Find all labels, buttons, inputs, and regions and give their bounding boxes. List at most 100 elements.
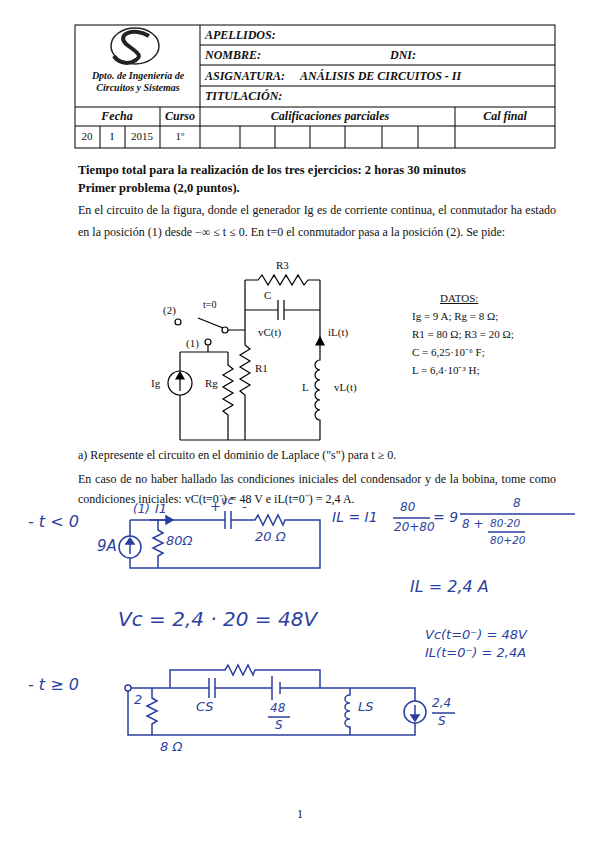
circuit-schematic-stroke bbox=[316, 337, 324, 345]
heading-text: Tiempo total para la realización de los … bbox=[78, 163, 466, 177]
handwritten-note: (1) bbox=[133, 503, 150, 517]
header-field: Calificaciones parciales bbox=[271, 110, 389, 124]
handwritten-note: 8 + bbox=[462, 518, 484, 532]
header-field: APELLIDOS: bbox=[205, 29, 276, 43]
handwritten-circuit-before-stroke bbox=[225, 511, 231, 529]
handwritten-circuit-after-stroke bbox=[170, 665, 320, 688]
handwritten-circuit-after-stroke bbox=[272, 676, 280, 700]
printed-text: En el circuito de la figura, donde el ge… bbox=[78, 199, 556, 243]
printed-text: vC(t) bbox=[258, 326, 281, 339]
handwritten-circuit-after-stroke bbox=[404, 701, 426, 723]
handwritten-circuit-after-stroke bbox=[125, 685, 131, 691]
header-field: NOMBRE: bbox=[205, 49, 261, 63]
heading-text: Primer problema (2,0 puntos). bbox=[78, 181, 240, 195]
circuit-schematic-stroke bbox=[198, 318, 223, 328]
handwritten-circuit-before-stroke bbox=[153, 520, 163, 568]
handwritten-note: = 9 bbox=[433, 509, 458, 525]
handwritten-note: 80·20 bbox=[490, 517, 520, 529]
circuit-schematic-stroke bbox=[315, 280, 320, 440]
printed-text: Ig bbox=[151, 377, 160, 390]
printed-text: t=0 bbox=[203, 299, 216, 311]
handwritten-note: - t < 0 bbox=[28, 513, 79, 531]
handwritten-circuit-after bbox=[125, 665, 455, 735]
header-field: ASIGNATURA: bbox=[205, 70, 285, 84]
printed-text: vL(t) bbox=[334, 381, 357, 394]
header-field: Dpto. de Ingeniería de Circuitos y Siste… bbox=[78, 70, 198, 93]
printed-text: DATOS: bbox=[440, 292, 478, 305]
department-logo bbox=[111, 28, 159, 64]
printed-text: 2015 bbox=[131, 130, 153, 143]
handwritten-note: + bbox=[210, 500, 221, 515]
circuit-schematic-stroke bbox=[180, 345, 320, 440]
header-field: TITULACIÓN: bbox=[205, 90, 282, 104]
handwritten-circuit-before-stroke bbox=[166, 516, 173, 524]
handwritten-circuit-before-stroke bbox=[119, 536, 141, 558]
header-field: Curso bbox=[165, 110, 195, 124]
handwritten-note: 8 Ω bbox=[160, 740, 182, 755]
circuit-schematic-stroke bbox=[205, 339, 211, 345]
handwritten-note: S bbox=[438, 715, 446, 729]
printed-text: I bbox=[110, 130, 114, 143]
handwritten-note: 80 bbox=[400, 501, 415, 515]
handwritten-note: 8 bbox=[513, 497, 521, 511]
handwritten-note: 48 bbox=[270, 702, 285, 716]
department-logo-stroke bbox=[114, 32, 149, 63]
header-table bbox=[75, 25, 555, 148]
printed-text: (1) bbox=[186, 337, 199, 350]
printed-text: 20 bbox=[82, 130, 93, 143]
handwritten-note: I1 bbox=[155, 502, 167, 517]
printed-text: 1 bbox=[297, 808, 303, 822]
printed-text: L bbox=[302, 381, 309, 394]
handwritten-note: CS bbox=[196, 700, 214, 715]
circuit-schematic-stroke bbox=[223, 352, 233, 440]
handwritten-note: IL = I1 bbox=[332, 509, 378, 525]
header-field: ANÁLISIS DE CIRCUITOS - II bbox=[300, 70, 461, 84]
handwritten-circuit-after-stroke bbox=[345, 688, 350, 735]
handwritten-note: 20 Ω bbox=[255, 530, 286, 545]
circuit-schematic bbox=[168, 275, 324, 440]
header-field: DNI: bbox=[390, 49, 416, 63]
handwritten-note: - bbox=[242, 500, 247, 515]
circuit-schematic-stroke bbox=[176, 372, 184, 379]
circuit-schematic-stroke bbox=[168, 371, 192, 395]
handwritten-note: LS bbox=[358, 700, 374, 715]
handwritten-note: vc bbox=[221, 495, 234, 508]
handwritten-note: 2 bbox=[134, 693, 142, 708]
handwritten-circuit-after-stroke bbox=[147, 688, 157, 735]
header-table-stroke bbox=[75, 25, 555, 148]
printed-text: iL(t) bbox=[328, 326, 348, 339]
printed-text: Rg bbox=[205, 377, 218, 390]
handwritten-circuit-after-stroke bbox=[209, 678, 215, 698]
header-field: Cal final bbox=[483, 110, 527, 124]
printed-text: R3 bbox=[276, 259, 289, 272]
printed-text: L = 6,4·10⁻³ H; bbox=[412, 364, 479, 377]
handwritten-note: S bbox=[275, 719, 283, 733]
handwritten-circuit-after-stroke bbox=[411, 715, 419, 721]
header-field: Fecha bbox=[101, 110, 132, 124]
department-logo-stroke bbox=[111, 28, 159, 64]
handwritten-note: 20+80 bbox=[394, 521, 435, 535]
handwritten-note: - t ≥ 0 bbox=[28, 676, 79, 694]
circuit-schematic-stroke bbox=[222, 327, 228, 333]
header-table-stroke bbox=[75, 25, 555, 148]
printed-text: C bbox=[264, 289, 271, 302]
handwritten-note: Vc = 2,4 · 20 = 48V bbox=[118, 608, 317, 631]
handwritten-note: 80Ω bbox=[166, 534, 192, 549]
printed-text: R1 = 80 Ω; R3 = 20 Ω; bbox=[412, 328, 514, 341]
handwritten-note: IL(t=0⁻) = 2,4A bbox=[425, 646, 526, 661]
printed-text: 1º bbox=[176, 130, 185, 143]
handwritten-note: 80+20 bbox=[490, 534, 526, 546]
handwritten-note: 2,4 bbox=[432, 697, 451, 711]
circuit-schematic-stroke bbox=[245, 275, 320, 285]
printed-text: (2) bbox=[163, 304, 176, 317]
handwritten-note: Vc(t=0⁻) = 48V bbox=[425, 628, 527, 643]
handwritten-note: 9A bbox=[97, 538, 117, 555]
handwritten-note: IL = 2,4 A bbox=[410, 578, 489, 596]
printed-text: Ig = 9 A; Rg = 8 Ω; bbox=[412, 310, 498, 323]
circuit-schematic-stroke bbox=[175, 319, 181, 325]
handwritten-circuit-before-stroke bbox=[126, 538, 134, 544]
circuit-schematic-stroke bbox=[228, 280, 250, 440]
circuit-schematic-stroke bbox=[245, 300, 320, 320]
printed-text: R1 bbox=[255, 362, 268, 375]
